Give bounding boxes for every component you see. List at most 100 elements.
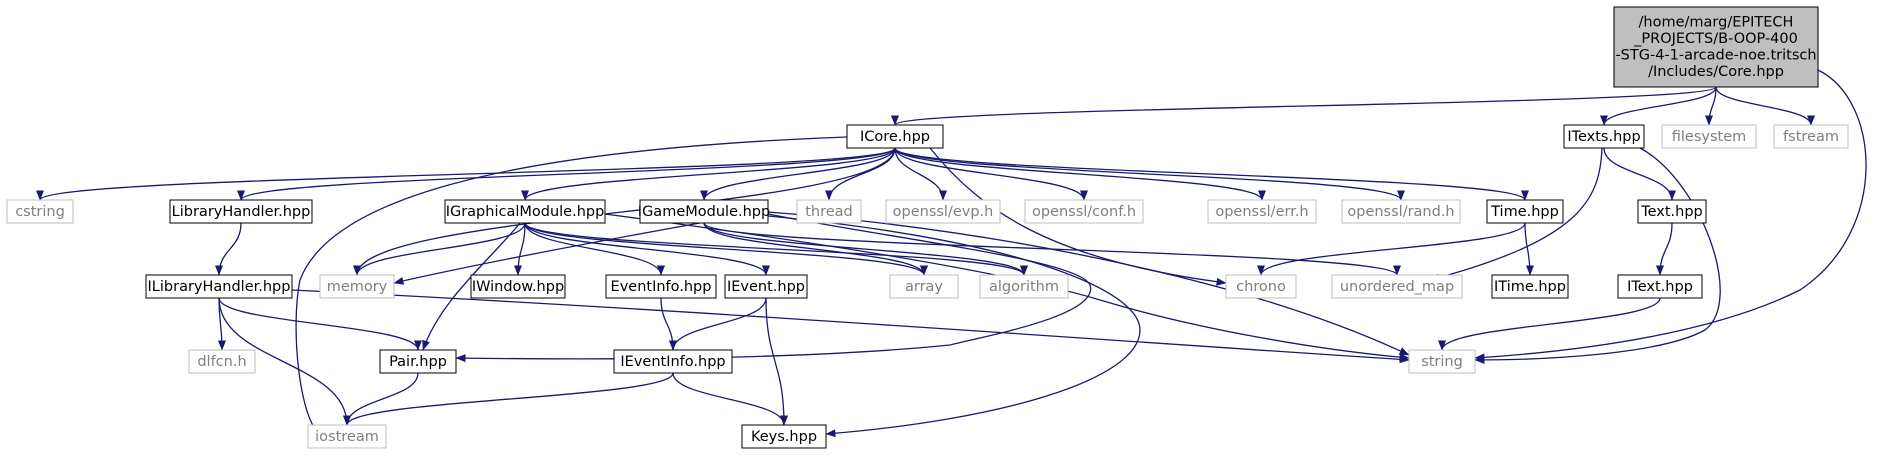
node-box <box>885 199 1001 224</box>
edge-igraphical-to-iwindow <box>514 222 526 276</box>
node-box <box>1617 274 1703 299</box>
edge-itexts-to-string <box>1474 147 1721 364</box>
node-label: openssl/rand.h <box>1347 204 1454 220</box>
node-itext[interactable]: IText.hpp <box>1617 274 1703 299</box>
edge-igame-to-memory <box>393 222 701 285</box>
edge-time-to-itime <box>1524 222 1534 276</box>
node-ilibhandler[interactable]: ILibraryHandler.hpp <box>145 274 293 299</box>
node-cstring: cstring <box>6 199 74 224</box>
node-label: Keys.hpp <box>751 429 817 445</box>
node-thread: thread <box>796 199 862 224</box>
node-eventinfo[interactable]: EventInfo.hpp <box>605 274 717 299</box>
node-igame[interactable]: IGameModule.hpp <box>638 199 770 224</box>
node-label: array <box>905 279 943 295</box>
edge-itext-to-string <box>1438 297 1661 351</box>
edge-icore-to-rand <box>894 147 1405 201</box>
edge-ieventinfo-to-iostream <box>343 372 674 426</box>
node-box <box>444 199 606 224</box>
edges-layer <box>36 69 1867 438</box>
node-label: memory <box>327 279 388 295</box>
node-label: ILibraryHandler.hpp <box>148 279 291 295</box>
node-filesystem: filesystem <box>1661 124 1757 149</box>
edge-igraphical-to-ievent <box>524 222 770 276</box>
node-box <box>979 274 1069 299</box>
edge-itexts-to-unordered_map <box>1429 147 1603 282</box>
node-chrono: chrono <box>1225 274 1297 299</box>
node-algorithm: algorithm <box>979 274 1069 299</box>
node-label: /Includes/Core.hpp <box>1648 64 1784 80</box>
node-libhandler[interactable]: LibraryHandler.hpp <box>169 199 313 224</box>
node-label: ITime.hpp <box>1494 279 1566 295</box>
node-box <box>1773 124 1849 149</box>
edge-igame-to-array <box>703 222 928 276</box>
node-box <box>889 274 959 299</box>
edge-text-to-itext <box>1656 222 1673 276</box>
node-err: openssl/err.h <box>1207 199 1317 224</box>
node-array: array <box>889 274 959 299</box>
edge-itexts-to-text <box>1603 147 1676 201</box>
node-box <box>6 199 74 224</box>
node-box <box>169 199 313 224</box>
node-icore[interactable]: ICore.hpp <box>846 124 944 149</box>
edge-ievent-to-ieventinfo <box>669 297 767 351</box>
edge-igraphical-to-algorithm <box>524 222 1028 276</box>
node-box <box>188 349 256 374</box>
node-time[interactable]: Time.hpp <box>1486 199 1564 224</box>
edge-igraphical-to-memory <box>353 222 526 276</box>
node-box <box>1563 124 1645 149</box>
node-pair[interactable]: Pair.hpp <box>379 349 457 374</box>
node-box <box>741 424 827 449</box>
node-igraphical[interactable]: IGraphicalModule.hpp <box>444 199 606 224</box>
node-box <box>796 199 862 224</box>
edge-root-to-filesystem <box>1705 86 1717 126</box>
node-label: IText.hpp <box>1627 279 1693 295</box>
node-dlfcn: dlfcn.h <box>188 349 256 374</box>
node-box <box>145 274 293 299</box>
edge-igraphical-to-string <box>604 213 1410 362</box>
node-ieventinfo[interactable]: IEventInfo.hpp <box>613 349 733 374</box>
node-box <box>1613 6 1819 88</box>
node-box <box>605 274 717 299</box>
node-label: IGameModule.hpp <box>638 204 770 220</box>
edge-icore-to-libhandler <box>237 147 896 201</box>
node-box <box>1491 274 1569 299</box>
node-label: filesystem <box>1672 129 1747 145</box>
edge-icore-to-igame <box>700 147 896 201</box>
node-label: ITexts.hpp <box>1567 129 1640 145</box>
node-label: openssl/evp.h <box>893 204 994 220</box>
edge-icore-to-cstring <box>36 147 896 201</box>
node-box <box>307 424 387 449</box>
node-conf: openssl/conf.h <box>1024 199 1144 224</box>
node-keys[interactable]: Keys.hpp <box>741 424 827 449</box>
node-box <box>1207 199 1317 224</box>
edge-icore-to-conf <box>894 147 1088 201</box>
node-box <box>846 124 944 149</box>
node-box <box>319 274 395 299</box>
edge-igraphical-to-pair <box>422 222 521 351</box>
node-label: -STG-4-1-arcade-noe.tritsch <box>1615 48 1816 64</box>
edge-igraphical-to-eventinfo <box>524 222 665 276</box>
edge-icore-to-memory <box>353 147 896 276</box>
node-root[interactable]: /home/marg/EPITECH_PROJECTS/B-OOP-400-ST… <box>1613 6 1819 88</box>
edge-root-to-string <box>1474 69 1867 362</box>
nodes-layer: /home/marg/EPITECH_PROJECTS/B-OOP-400-ST… <box>6 6 1849 449</box>
edge-ilibhandler-to-pair <box>218 297 422 351</box>
node-box <box>1661 124 1757 149</box>
node-label: /home/marg/EPITECH <box>1639 15 1794 31</box>
node-text[interactable]: Text.hpp <box>1637 199 1707 224</box>
node-label: fstream <box>1783 129 1839 145</box>
node-unordered_map: unordered_map <box>1331 274 1463 299</box>
node-box <box>1637 199 1707 224</box>
node-ievent[interactable]: IEvent.hpp <box>724 274 808 299</box>
edge-time-to-chrono <box>1257 222 1526 276</box>
node-itime[interactable]: ITime.hpp <box>1491 274 1569 299</box>
node-iwindow[interactable]: IWindow.hpp <box>470 274 566 299</box>
node-label: unordered_map <box>1340 279 1454 295</box>
node-label: LibraryHandler.hpp <box>172 204 311 220</box>
node-box <box>724 274 808 299</box>
node-itexts[interactable]: ITexts.hpp <box>1563 124 1645 149</box>
node-box <box>1024 199 1144 224</box>
node-box <box>1331 274 1463 299</box>
node-label: cstring <box>15 204 65 220</box>
edge-igame-to-string <box>767 211 1410 356</box>
